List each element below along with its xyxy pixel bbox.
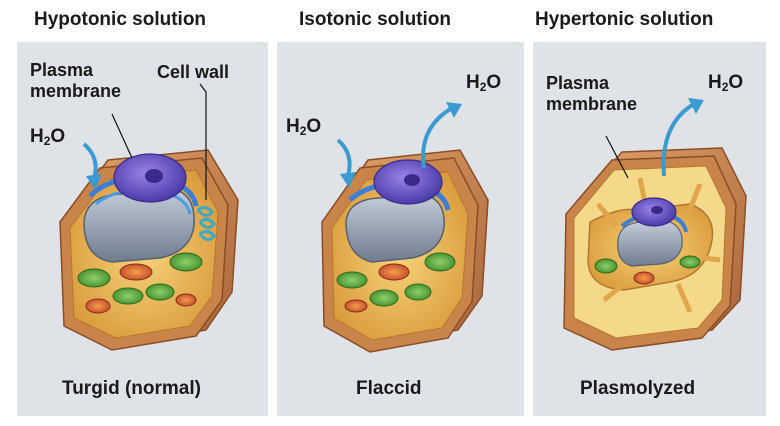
water-label-isotonic-in: H2O: [286, 116, 322, 138]
water-label-hypotonic-in: H2O: [30, 126, 66, 148]
heading-isotonic: Isotonic solution: [299, 9, 451, 30]
water-label-hypertonic-out: H2O: [708, 72, 744, 94]
water-arrow-in-hypotonic: [82, 142, 98, 179]
leader-lines-turgid: [111, 83, 207, 200]
caption-flaccid: Flaccid: [356, 378, 422, 399]
label-plasma-membrane-plasmolyzed: Plasma membrane: [546, 73, 638, 114]
cell-flaccid: [321, 149, 489, 353]
label-cell-wall: Cell wall: [157, 62, 230, 82]
heading-hypotonic: Hypotonic solution: [34, 9, 207, 30]
water-arrow-in-isotonic: [336, 138, 352, 177]
caption-turgid: Turgid (normal): [62, 378, 201, 399]
label-plasma-membrane-turgid: Plasma membrane: [30, 60, 122, 101]
caption-plasmolyzed: Plasmolyzed: [580, 378, 696, 399]
heading-hypertonic: Hypertonic solution: [535, 9, 714, 30]
cell-turgid: [59, 149, 239, 351]
leader-line-plasmolyzed: [605, 135, 629, 179]
water-arrow-out-isotonic: [421, 106, 454, 169]
water-label-isotonic-out: H2O: [466, 72, 502, 94]
water-arrow-out-hypertonic: [661, 102, 696, 177]
cell-plasmolyzed: [563, 147, 747, 351]
